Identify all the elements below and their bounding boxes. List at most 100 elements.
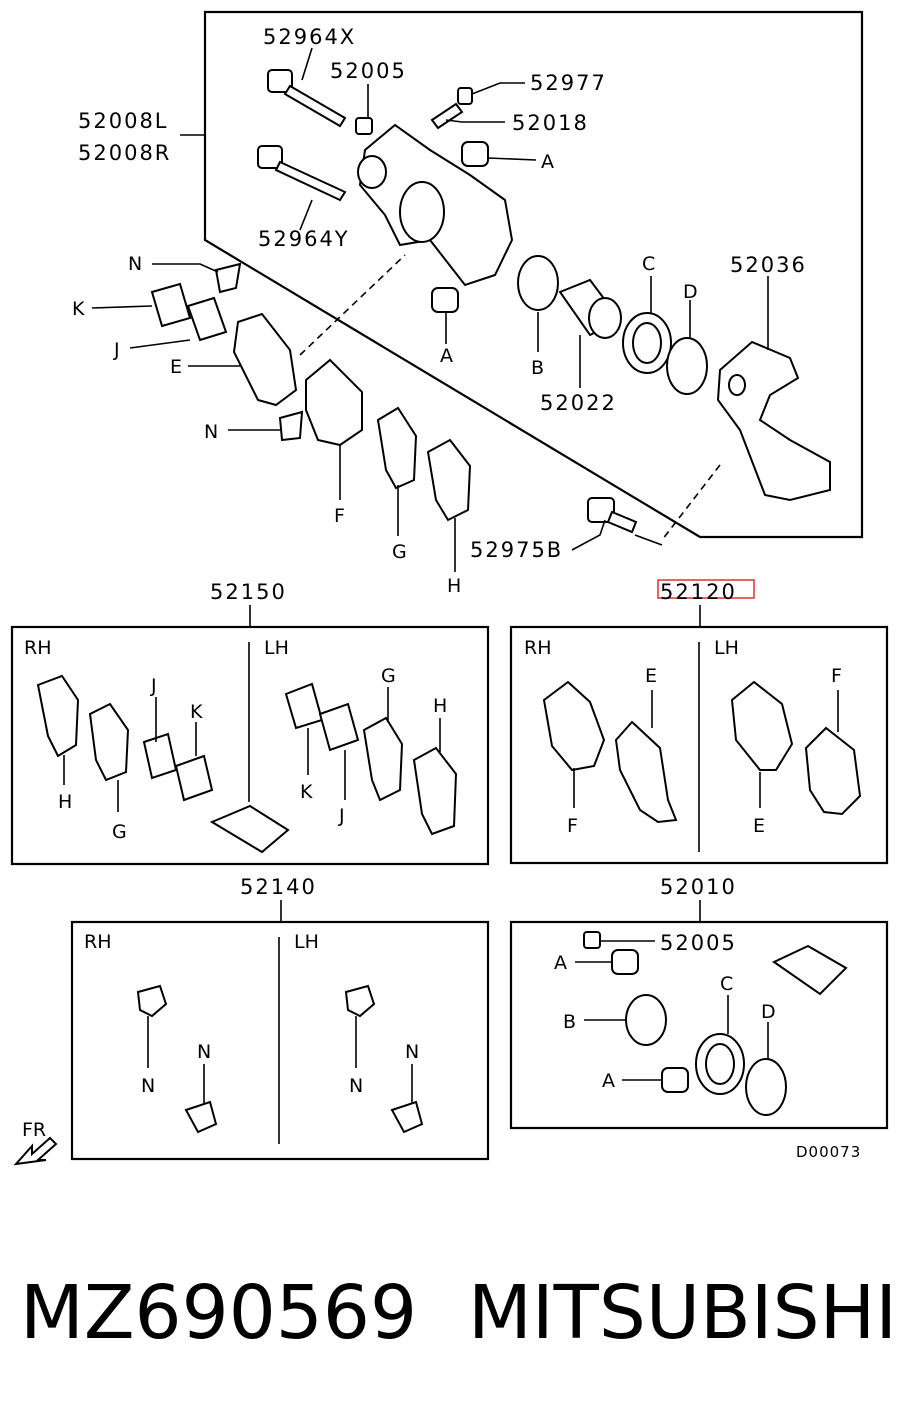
kit-52120-f-rh: F	[567, 815, 578, 837]
seal-b	[517, 255, 559, 311]
label-n-top: N	[128, 253, 142, 275]
kit-52120-rh: RH	[524, 637, 552, 659]
kit-ring-d	[745, 1058, 787, 1116]
shim-k	[150, 282, 192, 328]
brand-name: MITSUBISHI	[468, 1270, 898, 1356]
kit-clip-n3	[344, 984, 376, 1018]
exploded-view-svg: 52964X 52005 52977 52008L 52008R 52018 A…	[10, 10, 889, 1166]
kit-grease-packet-52010	[772, 944, 848, 996]
pad-f	[305, 358, 363, 447]
kit-52150-box	[10, 625, 490, 866]
guide-pin-upper	[267, 69, 347, 128]
kit-pad-e-lh	[730, 680, 794, 771]
label-k-top: K	[72, 298, 85, 320]
kit-52150-g-lh: G	[381, 665, 396, 687]
label-52964x: 52964X	[263, 25, 356, 49]
label-52022: 52022	[540, 391, 617, 415]
kit-52150-h-rh: H	[58, 791, 72, 813]
kit-grease-packet	[209, 804, 290, 854]
kit-52120-box	[509, 625, 889, 865]
kit-52010-52005: 52005	[660, 931, 737, 955]
kit-52010-title: 52010	[660, 875, 737, 899]
kit-clip-n1	[136, 984, 168, 1018]
kit-52140-title: 52140	[240, 875, 317, 899]
kit-pad-f-rh	[542, 680, 606, 772]
label-a-mid: A	[440, 345, 453, 367]
label-e-top: E	[170, 356, 182, 378]
part-number: MZ690569	[20, 1270, 418, 1356]
kit-shim-g-lh	[362, 716, 404, 802]
kit-52140-n3: N	[349, 1075, 363, 1097]
label-f-top: F	[334, 505, 345, 527]
kit-bushing-a2	[661, 1067, 689, 1093]
kit-52120-title: 52120	[660, 580, 737, 604]
footer: MZ690569 MITSUBISHI	[0, 1270, 909, 1370]
kit-52010-box	[509, 920, 889, 1130]
kit-52140-n4: N	[405, 1041, 419, 1063]
kit-52010-a1: A	[554, 952, 567, 974]
kit-bushing-a1	[611, 949, 639, 975]
caliper-body	[357, 123, 514, 287]
caliper-assembly-outline	[203, 10, 864, 539]
pad-e	[232, 312, 298, 407]
kit-52150-h-lh: H	[433, 695, 447, 717]
bushing-a-upper	[461, 141, 489, 167]
fr-label: FR	[22, 1119, 46, 1141]
kit-52010-d: D	[761, 1001, 776, 1023]
diagram-code: D00073	[796, 1143, 861, 1161]
label-52036: 52036	[730, 253, 807, 277]
shim-h	[426, 438, 472, 522]
label-g-top: G	[392, 541, 407, 563]
kit-boot-c	[695, 1033, 745, 1095]
kit-52150-k-rh: K	[190, 701, 203, 723]
clip-n-upper	[214, 262, 242, 294]
ring-d	[666, 337, 708, 395]
boot-52005	[355, 117, 373, 135]
label-n-mid: N	[204, 421, 218, 443]
kit-52120-f-lh: F	[831, 665, 842, 687]
kit-pad-f-lh	[804, 726, 862, 816]
boot-c	[622, 312, 672, 374]
piston-52022	[558, 278, 622, 339]
label-52964y: 52964Y	[258, 227, 350, 251]
kit-52150-j-rh: J	[150, 675, 157, 697]
kit-52140-n2: N	[197, 1041, 211, 1063]
kit-52140-rh: RH	[84, 931, 112, 953]
bushing-a-lower	[431, 287, 459, 313]
kit-shim-k-lh	[284, 682, 324, 730]
kit-52140-lh: LH	[294, 931, 319, 953]
kit-52140-box	[70, 920, 490, 1161]
kit-52010-a2: A	[602, 1070, 615, 1092]
kit-52140-n1: N	[141, 1075, 155, 1097]
label-a-top: A	[541, 151, 554, 173]
label-52018: 52018	[512, 111, 589, 135]
shim-g	[376, 406, 418, 490]
kit-clip-n4	[390, 1100, 424, 1134]
kit-52120-e-lh: E	[753, 815, 765, 837]
label-52975b: 52975B	[470, 538, 563, 562]
bleeder-cap	[457, 87, 473, 105]
kit-shim-j-rh	[142, 732, 178, 780]
kit-clip-n2	[184, 1100, 218, 1134]
bleeder-screw	[430, 102, 464, 130]
label-52008r: 52008R	[78, 141, 171, 165]
kit-52120-lh: LH	[714, 637, 739, 659]
kit-pad-e-rh	[614, 720, 678, 824]
kit-52150-lh: LH	[264, 637, 289, 659]
kit-shim-j-lh	[318, 702, 360, 752]
kit-52150-g-rh: G	[112, 821, 127, 843]
kit-52120-highlight	[657, 579, 755, 599]
kit-52150-k-lh: K	[300, 781, 313, 803]
kit-shim-h-lh	[412, 746, 458, 836]
label-h-top: H	[447, 575, 461, 597]
guide-pin-lower	[257, 145, 347, 202]
label-52005: 52005	[330, 59, 407, 83]
kit-boot-52005	[583, 931, 601, 949]
kit-52150-rh: RH	[24, 637, 52, 659]
kit-52150-title: 52150	[210, 580, 287, 604]
kit-seal-b	[625, 994, 667, 1046]
kit-52010-b: B	[563, 1011, 576, 1033]
caliper-support-52036	[716, 340, 831, 502]
front-arrow-icon	[13, 1136, 58, 1166]
